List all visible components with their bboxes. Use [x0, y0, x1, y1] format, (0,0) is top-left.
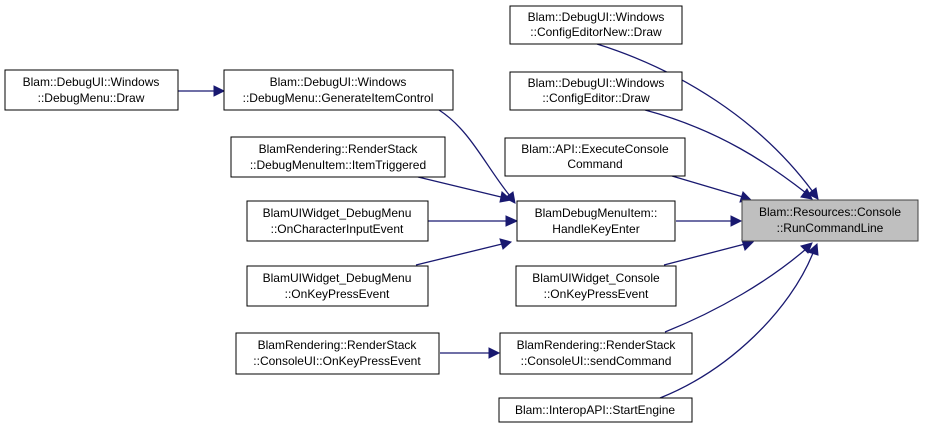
- node-on-character-input-event-label-1: BlamUIWidget_DebugMenu: [263, 206, 412, 220]
- node-debug-menu-on-key-press[interactable]: BlamUIWidget_DebugMenu ::OnKeyPressEvent: [246, 265, 429, 307]
- edge-send-command-to-run-command-line: [664, 242, 813, 333]
- node-debug-menu-draw-label-1: Blam::DebugUI::Windows: [23, 75, 160, 89]
- node-generate-item-control[interactable]: Blam::DebugUI::Windows ::DebugMenu::Gene…: [223, 69, 454, 111]
- node-console-ui-on-key-press-label-1: BlamRendering::RenderStack: [258, 338, 418, 352]
- node-execute-console-command[interactable]: Blam::API::ExecuteConsole Command: [504, 137, 686, 177]
- node-run-command-line-label-2: ::RunCommandLine: [777, 221, 884, 235]
- node-run-command-line-label-1: Blam::Resources::Console: [759, 205, 901, 219]
- node-console-on-key-press-label-1: BlamUIWidget_Console: [532, 271, 660, 285]
- node-on-character-input-event[interactable]: BlamUIWidget_DebugMenu ::OnCharacterInpu…: [246, 200, 429, 242]
- node-console-ui-on-key-press[interactable]: BlamRendering::RenderStack ::ConsoleUI::…: [235, 332, 440, 375]
- edge-config-editor-new-to-run-command-line: [596, 43, 819, 200]
- edge-console-ui-key-press-to-send-command: [440, 347, 501, 359]
- node-generate-item-control-label-2: ::DebugMenu::GenerateItemControl: [243, 91, 434, 105]
- node-config-editor-new-draw-label-2: ::ConfigEditorNew::Draw: [530, 25, 662, 39]
- node-console-ui-on-key-press-label-2: ::ConsoleUI::OnKeyPressEvent: [253, 354, 421, 368]
- node-config-editor-new-draw[interactable]: Blam::DebugUI::Windows ::ConfigEditorNew…: [509, 5, 683, 45]
- node-config-editor-new-draw-label-1: Blam::DebugUI::Windows: [528, 10, 665, 24]
- edge-item-triggered-to-handle-key-enter: [417, 176, 513, 203]
- node-on-character-input-event-label-2: ::OnCharacterInputEvent: [271, 222, 404, 236]
- edge-config-editor-to-run-command-line: [644, 109, 813, 200]
- edge-handle-key-enter-to-run-command-line: [676, 215, 743, 227]
- edge-start-engine-to-run-command-line: [659, 242, 819, 399]
- edge-execute-console-to-run-command-line: [671, 175, 753, 203]
- node-handle-key-enter-label-1: BlamDebugMenuItem::: [535, 206, 658, 220]
- node-handle-key-enter-label-2: HandleKeyEnter: [552, 222, 639, 236]
- node-debug-menu-draw-label-2: ::DebugMenu::Draw: [38, 91, 145, 105]
- node-console-on-key-press-label-2: ::OnKeyPressEvent: [544, 287, 649, 301]
- node-item-triggered-label-2: ::DebugMenuItem::ItemTriggered: [250, 158, 426, 172]
- node-debug-menu-on-key-press-label-2: ::OnKeyPressEvent: [285, 287, 390, 301]
- edge-debug-menu-draw-to-generate-item-control: [178, 85, 226, 97]
- node-start-engine-label: Blam::InteropAPI::StartEngine: [515, 403, 675, 417]
- edge-menu-key-press-to-handle-key-enter: [415, 238, 513, 266]
- node-config-editor-draw-label-1: Blam::DebugUI::Windows: [528, 76, 665, 90]
- node-config-editor-draw-label-2: ::ConfigEditor::Draw: [542, 91, 650, 105]
- node-generate-item-control-label-1: Blam::DebugUI::Windows: [270, 75, 407, 89]
- edge-char-input-event-to-handle-key-enter: [428, 215, 519, 227]
- node-config-editor-draw[interactable]: Blam::DebugUI::Windows ::ConfigEditor::D…: [509, 71, 683, 111]
- node-execute-console-command-label-1: Blam::API::ExecuteConsole: [521, 142, 669, 156]
- node-item-triggered-label-1: BlamRendering::RenderStack: [259, 142, 419, 156]
- node-run-command-line[interactable]: Blam::Resources::Console ::RunCommandLin…: [741, 199, 919, 242]
- edge-generate-item-control-to-handle-key-enter: [438, 109, 516, 204]
- node-handle-key-enter[interactable]: BlamDebugMenuItem:: HandleKeyEnter: [516, 200, 676, 242]
- node-send-command-label-1: BlamRendering::RenderStack: [517, 338, 677, 352]
- node-debug-menu-draw[interactable]: Blam::DebugUI::Windows ::DebugMenu::Draw: [4, 69, 179, 111]
- node-send-command[interactable]: BlamRendering::RenderStack ::ConsoleUI::…: [499, 332, 693, 375]
- node-debug-menu-on-key-press-label-1: BlamUIWidget_DebugMenu: [263, 271, 412, 285]
- node-send-command-label-2: ::ConsoleUI::sendCommand: [521, 354, 672, 368]
- node-execute-console-command-label-2: Command: [567, 157, 622, 171]
- edge-console-key-press-to-run-command-line: [663, 239, 755, 266]
- node-start-engine[interactable]: Blam::InteropAPI::StartEngine: [498, 397, 693, 423]
- node-console-on-key-press[interactable]: BlamUIWidget_Console ::OnKeyPressEvent: [515, 265, 677, 307]
- node-item-triggered[interactable]: BlamRendering::RenderStack ::DebugMenuIt…: [230, 136, 446, 178]
